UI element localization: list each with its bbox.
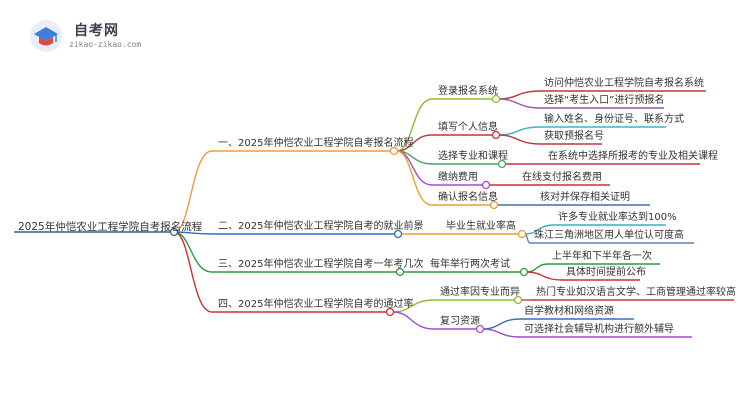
branch-4-connector [173, 231, 213, 313]
branch-1-child-4[interactable]: 缴纳费用 [438, 172, 478, 183]
branch-3-toggle[interactable] [395, 267, 405, 277]
site-logo[interactable]: 自考网 zikao-zikao.com [28, 18, 168, 58]
branch-4-child-2-item-2: 可选择社会辅导机构进行额外辅导 [524, 324, 674, 335]
branch-4-child-2-item-2-connector [482, 328, 521, 338]
branch-1-child-5-connector [396, 150, 433, 206]
logo-title: 自考网 [74, 23, 119, 39]
branch-4-toggle[interactable] [385, 307, 395, 317]
branch-3-child-1-item-1: 上半年和下半年各一次 [552, 251, 652, 262]
branch-2-label[interactable]: 二、2025年仲恺农业工程学院自考的就业前景 [218, 221, 424, 232]
branch-2-child-1[interactable]: 毕业生就业率高 [446, 221, 516, 232]
branch-1-child-2-item-1-connector [498, 126, 541, 136]
branch-4-child-2-toggle[interactable] [475, 324, 485, 334]
branch-1-child-4-item-1: 在线支付报名费用 [522, 172, 602, 183]
branch-1-child-1-item-2: 选择“考生入口”进行预报名 [544, 95, 665, 106]
graduation-cap-icon [30, 20, 62, 52]
branch-1-child-3-item-1: 在系统中选择所报考的专业及相关课程 [548, 151, 718, 162]
branch-1-child-2-item-1: 输入姓名、身份证号、联系方式 [544, 114, 684, 125]
branch-1-child-1-toggle[interactable] [491, 94, 501, 104]
branch-1-child-3[interactable]: 选择专业和课程 [438, 151, 508, 162]
branch-3-connector [173, 231, 213, 273]
branch-1-child-1[interactable]: 登录报名系统 [438, 86, 498, 97]
branch-4-child-2-connector [392, 311, 435, 330]
branch-4-label[interactable]: 四、2025年仲恺农业工程学院自考的通过率 [218, 299, 414, 310]
branch-2-child-1-toggle[interactable] [517, 229, 527, 239]
branch-1-child-1-item-1: 访问仲恺农业工程学院自考报名系统 [544, 78, 704, 89]
branch-1-child-2-item-2: 获取预报名号 [544, 131, 604, 142]
branch-1-child-3-toggle[interactable] [497, 159, 507, 169]
branch-4-child-1-item-1: 热门专业如汉语言文学、工商管理通过率较高 [536, 287, 736, 298]
branch-1-child-1-connector [396, 98, 433, 152]
branch-2-child-1-item-1: 许多专业就业率达到100% [558, 212, 677, 223]
branch-1-child-1-item-2-connector [498, 98, 541, 109]
logo-subtitle: zikao-zikao.com [69, 40, 142, 49]
branch-2-child-1-item-1-connector [524, 224, 555, 235]
branch-4-child-2[interactable]: 复习资源 [440, 316, 480, 327]
branch-4-child-1-toggle[interactable] [513, 295, 523, 305]
branch-4-child-2-item-1: 自学教材和网络资源 [524, 306, 614, 317]
branch-1-child-5-item-1: 核对并保存相关证明 [540, 192, 630, 203]
branch-1-child-1-item-1-connector [498, 90, 541, 100]
branch-2-child-1-item-2: 珠江三角洲地区用人单位认可度高 [534, 230, 684, 241]
branch-2-toggle[interactable] [393, 229, 403, 239]
branch-1-child-5-toggle[interactable] [489, 200, 499, 210]
branch-3-child-1-toggle[interactable] [519, 267, 529, 277]
branch-3-label[interactable]: 三、2025年仲恺农业工程学院自考一年考几次 [218, 259, 424, 270]
branch-1-label[interactable]: 一、2025年仲恺农业工程学院自考报名流程 [218, 138, 414, 149]
branch-4-child-1[interactable]: 通过率因专业而异 [440, 287, 520, 298]
branch-1-child-2-toggle[interactable] [491, 130, 501, 140]
branch-3-child-1[interactable]: 每年举行两次考试 [430, 259, 510, 270]
root-toggle[interactable] [169, 227, 179, 237]
branch-3-child-1-item-2-connector [526, 271, 563, 281]
branch-1-child-4-toggle[interactable] [481, 180, 491, 190]
root-node[interactable]: 2025年仲恺农业工程学院自考报名流程 [18, 221, 203, 233]
branch-3-child-1-item-1-connector [526, 263, 549, 273]
branch-1-connector [173, 150, 213, 233]
branch-1-child-2[interactable]: 填写个人信息 [438, 122, 498, 133]
branch-4-child-2-item-1-connector [482, 318, 521, 330]
branch-3-child-1-item-2: 具体时间提前公布 [566, 267, 646, 278]
branch-1-child-2-item-2-connector [498, 134, 541, 145]
branch-1-toggle[interactable] [389, 146, 399, 156]
branch-1-child-5[interactable]: 确认报名信息 [438, 192, 498, 203]
